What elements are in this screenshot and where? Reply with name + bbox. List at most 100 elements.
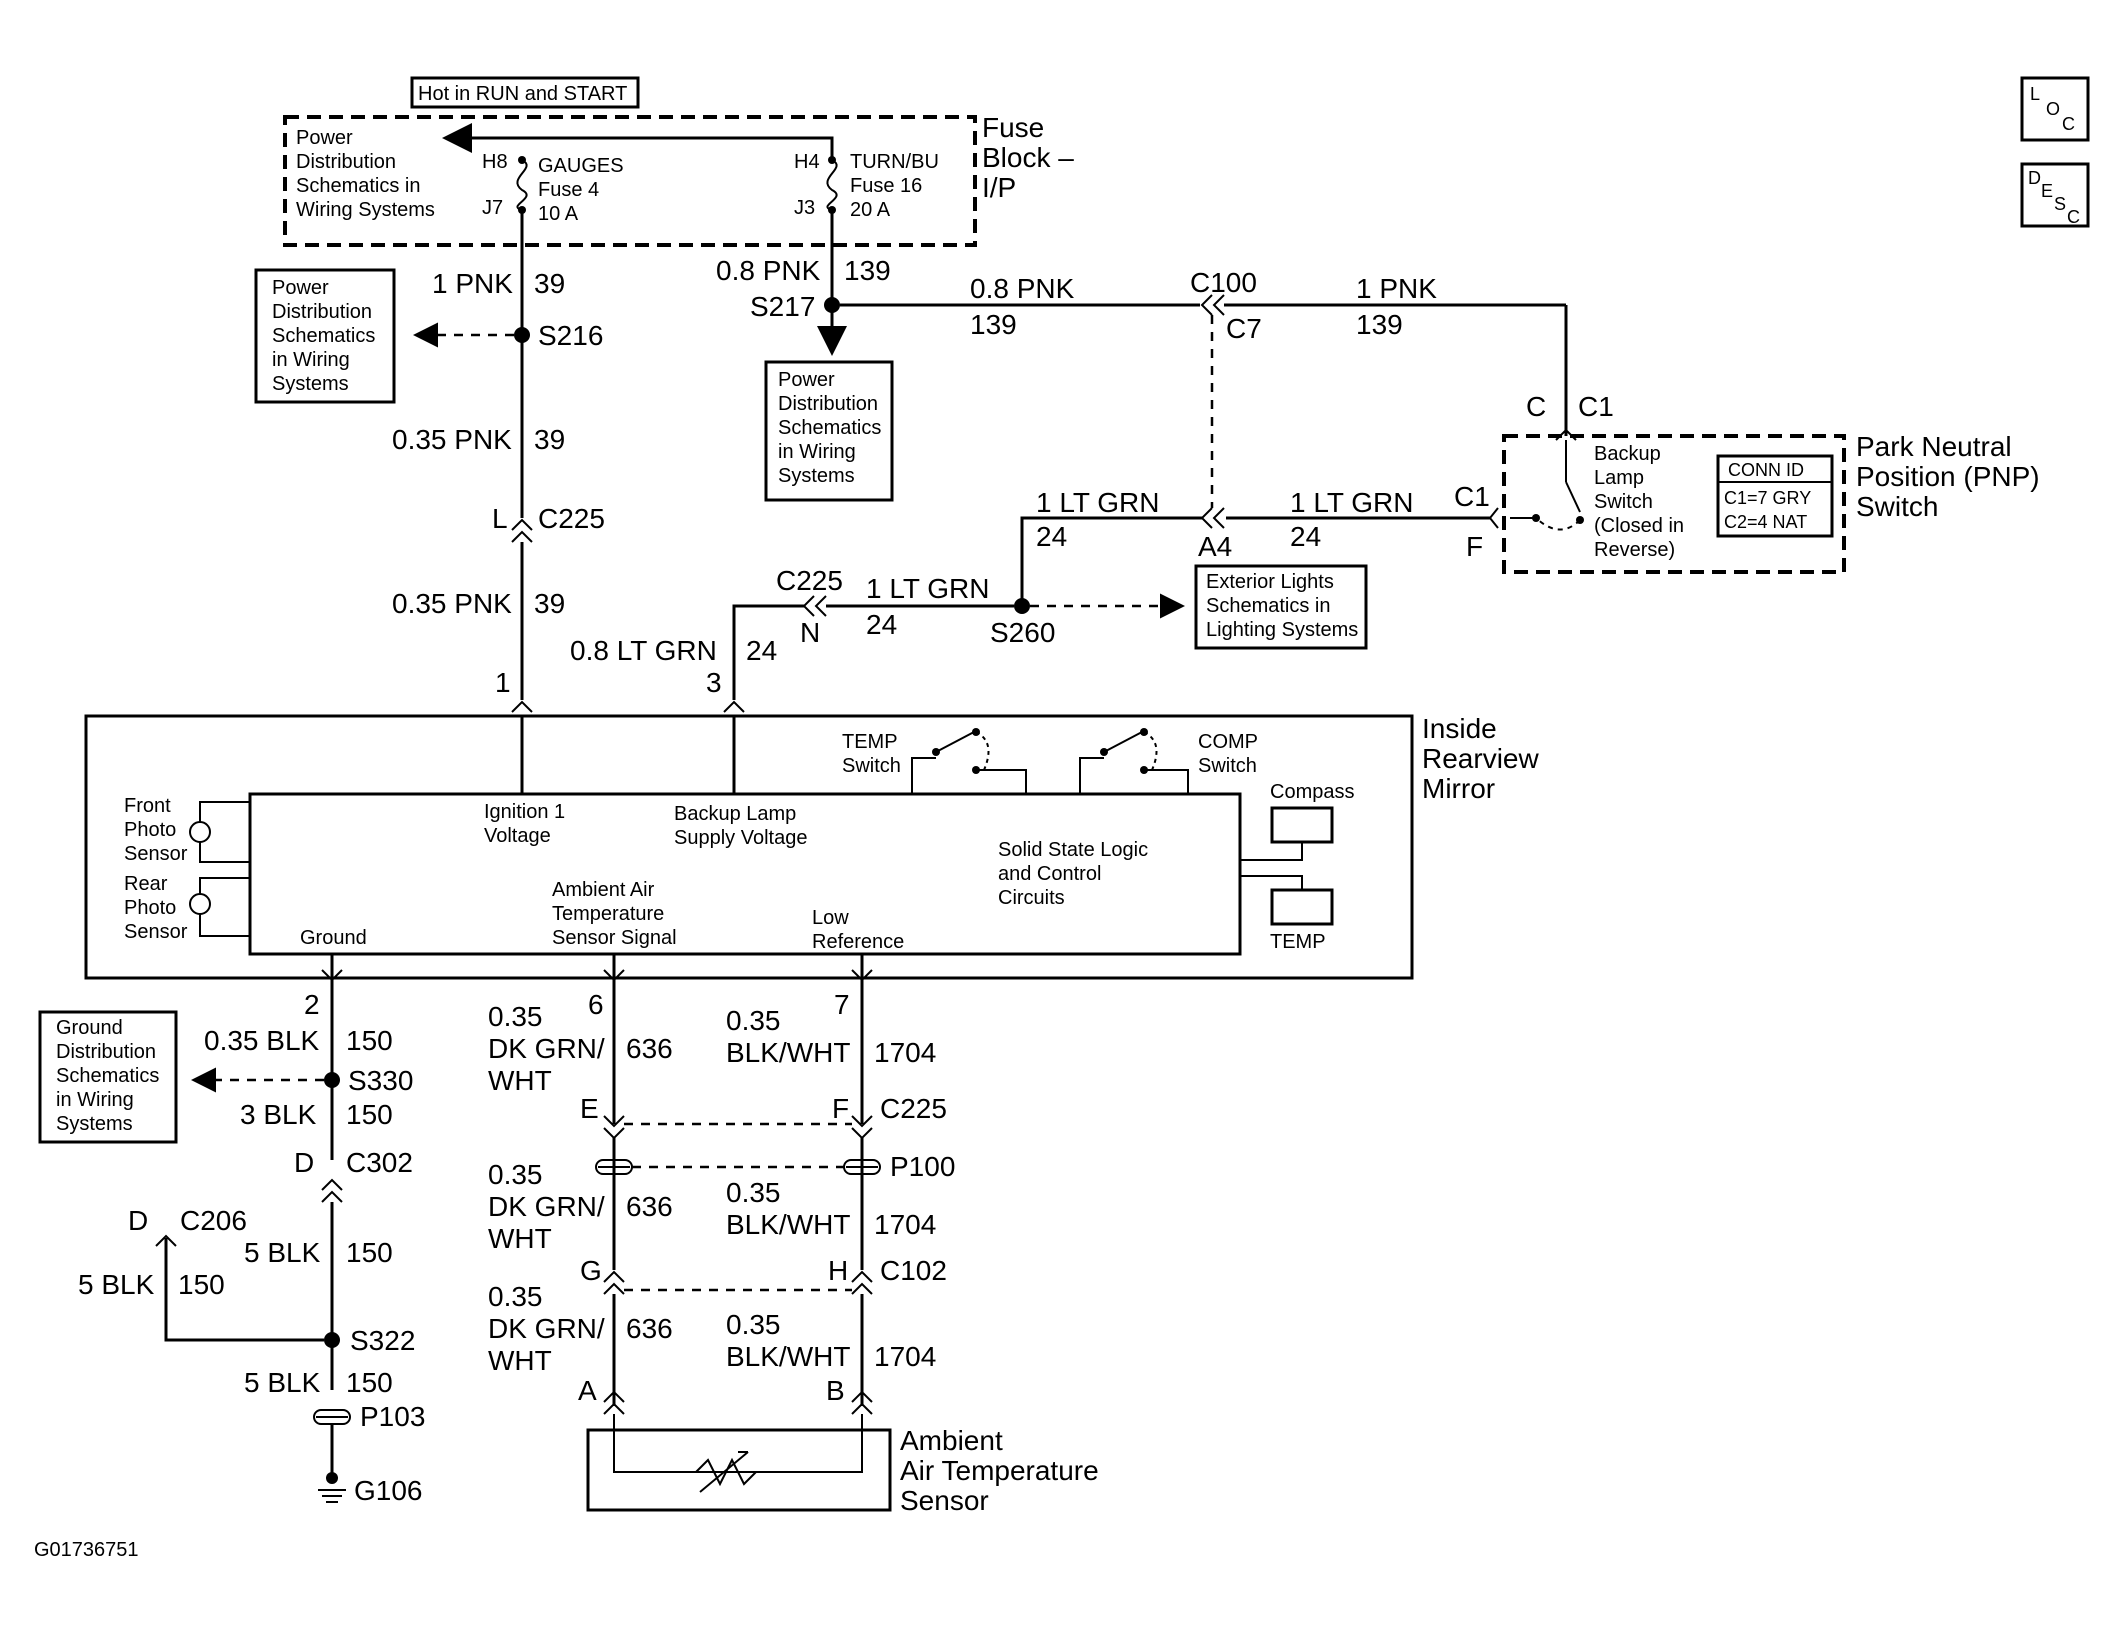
svg-text:39: 39: [534, 268, 565, 299]
svg-text:D: D: [2028, 168, 2041, 188]
turn-fuse-h-pin: H4: [794, 151, 820, 173]
temp-switch[interactable]: [911, 728, 1027, 794]
svg-text:Front: Front: [124, 795, 171, 817]
svg-text:S217: S217: [750, 291, 815, 322]
svg-text:Reverse): Reverse): [1594, 539, 1675, 561]
svg-text:WHT: WHT: [488, 1065, 552, 1096]
splice-s260: [1014, 598, 1030, 614]
svg-text:C1: C1: [1454, 481, 1490, 512]
backup-lamp-switch-label: Backup: [1594, 443, 1661, 465]
svg-text:Schematics: Schematics: [56, 1065, 159, 1087]
pds-ref-mid[interactable]: [764, 360, 894, 502]
svg-text:3 BLK: 3 BLK: [240, 1099, 317, 1130]
svg-text:Systems: Systems: [272, 373, 349, 395]
svg-text:in Wiring: in Wiring: [272, 349, 350, 371]
temp-display: [1270, 888, 1334, 926]
turn-fuse-j-pin: J3: [794, 197, 815, 219]
svg-text:in Wiring: in Wiring: [778, 441, 856, 463]
svg-text:1704: 1704: [874, 1037, 936, 1068]
sensor-title: Ambient Air Temperature Sensor: [900, 1425, 1099, 1516]
svg-text:Fuse: Fuse: [982, 112, 1044, 143]
svg-text:Sensor: Sensor: [124, 843, 188, 865]
svg-text:139: 139: [844, 255, 891, 286]
svg-text:139: 139: [970, 309, 1017, 340]
diagram-code: G01736751: [34, 1539, 139, 1561]
c302-connector: [321, 1178, 343, 1203]
temp-switch-label: TEMP: [842, 731, 898, 753]
svg-text:C: C: [2062, 114, 2075, 134]
svg-text:Power: Power: [778, 369, 835, 391]
ground-g106-icon: [318, 1489, 346, 1503]
svg-text:Voltage: Voltage: [484, 825, 551, 847]
svg-text:and Control: and Control: [998, 863, 1101, 885]
svg-text:0.35: 0.35: [726, 1309, 781, 1340]
exterior-lights-ref[interactable]: [1194, 564, 1368, 650]
svg-text:24: 24: [1290, 521, 1321, 552]
svg-text:Lamp: Lamp: [1594, 467, 1644, 489]
mirror-pin-2: 2: [304, 989, 320, 1020]
splice-s216: [514, 327, 530, 343]
svg-text:5 BLK: 5 BLK: [244, 1237, 321, 1268]
svg-text:Park Neutral: Park Neutral: [1856, 431, 2012, 462]
mirror-pin-6: 6: [588, 989, 604, 1020]
svg-text:A: A: [578, 1375, 597, 1406]
svg-text:C: C: [1526, 391, 1546, 422]
svg-text:5 BLK: 5 BLK: [244, 1367, 321, 1398]
svg-text:Block –: Block –: [982, 142, 1074, 173]
ground-distribution-ref[interactable]: [38, 1010, 178, 1144]
svg-text:Mirror: Mirror: [1422, 773, 1495, 804]
svg-text:0.8 PNK: 0.8 PNK: [716, 255, 821, 286]
svg-text:C225: C225: [880, 1093, 947, 1124]
svg-text:Distribution: Distribution: [778, 393, 878, 415]
svg-text:E: E: [2041, 181, 2053, 201]
svg-text:G106: G106: [354, 1475, 423, 1506]
svg-text:Reference: Reference: [812, 931, 904, 953]
svg-text:C1: C1: [1578, 391, 1614, 422]
svg-text:B: B: [826, 1375, 845, 1406]
svg-text:Sensor Signal: Sensor Signal: [552, 927, 677, 949]
svg-text:0.8 LT GRN: 0.8 LT GRN: [570, 635, 717, 666]
gauges-fuse-j-pin: J7: [482, 197, 503, 219]
svg-text:Rearview: Rearview: [1422, 743, 1539, 774]
svg-text:Wiring Systems: Wiring Systems: [296, 199, 435, 221]
svg-text:1704: 1704: [874, 1209, 936, 1240]
svg-text:DK GRN/: DK GRN/: [488, 1313, 605, 1344]
compass-label: Compass: [1270, 781, 1354, 803]
svg-text:L: L: [2030, 84, 2040, 104]
svg-text:(Closed in: (Closed in: [1594, 515, 1684, 537]
svg-text:Photo: Photo: [124, 897, 176, 919]
mirror-pin-1: 1: [495, 667, 511, 698]
svg-text:C1=7 GRY: C1=7 GRY: [1724, 488, 1811, 508]
svg-text:24: 24: [866, 609, 897, 640]
desc-icon[interactable]: D E S C: [2020, 162, 2090, 228]
comp-switch[interactable]: [1079, 728, 1189, 794]
svg-text:150: 150: [346, 1237, 393, 1268]
svg-text:39: 39: [534, 588, 565, 619]
svg-text:F: F: [832, 1093, 849, 1124]
fuse-block-pds-text: Power Distribution Schematics in Wiring …: [296, 127, 435, 221]
mirror-title: Inside Rearview Mirror: [1422, 713, 1539, 804]
svg-text:S330: S330: [348, 1065, 413, 1096]
pds-ref-left[interactable]: [254, 268, 396, 404]
fuse-block-box: [283, 115, 977, 247]
svg-text:0.35: 0.35: [488, 1159, 543, 1190]
loc-icon[interactable]: L O C: [2020, 76, 2090, 142]
svg-text:BLK/WHT: BLK/WHT: [726, 1037, 850, 1068]
svg-text:20 A: 20 A: [850, 199, 891, 221]
hot-label: Hot in RUN and START: [418, 83, 627, 105]
mirror-pin-7: 7: [834, 989, 850, 1020]
ambient-air-temperature-sensor: [586, 1428, 892, 1512]
gauges-fuse-label: GAUGES: [538, 155, 624, 177]
c225-n-connector: [802, 595, 827, 617]
svg-text:C225: C225: [538, 503, 605, 534]
svg-text:Photo: Photo: [124, 819, 176, 841]
svg-text:Schematics in: Schematics in: [1206, 595, 1331, 617]
gauges-fuse-symbol: [516, 159, 528, 211]
svg-text:Power: Power: [296, 127, 353, 149]
svg-text:C102: C102: [880, 1255, 947, 1286]
fuse-block-title: Fuse Block – I/P: [982, 112, 1074, 203]
svg-text:0.35 PNK: 0.35 PNK: [392, 588, 512, 619]
gauges-fuse-h-pin: H8: [482, 151, 508, 173]
svg-text:Inside: Inside: [1422, 713, 1497, 744]
